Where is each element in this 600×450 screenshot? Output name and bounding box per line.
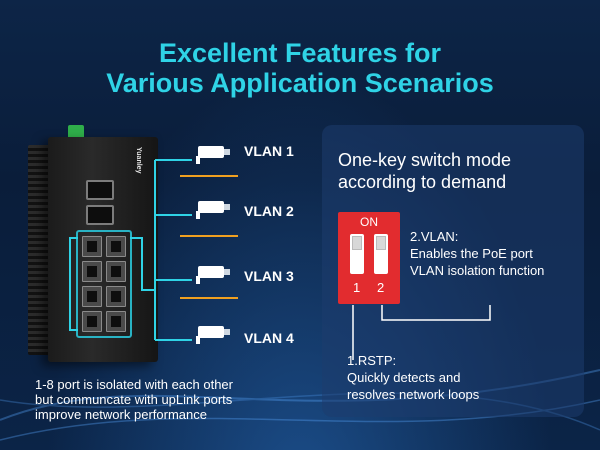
note-line: Quickly detects and [347, 370, 461, 385]
dip-toggle-1[interactable] [350, 234, 364, 274]
dip-number-1: 1 [353, 280, 361, 295]
dip-number-2: 2 [377, 280, 385, 295]
industrial-switch-image: Yuanley [28, 125, 168, 365]
security-camera-icon [196, 201, 230, 219]
dip-on-label: ON [360, 215, 378, 229]
vlan-4-label: VLAN 4 [244, 330, 294, 346]
title-line-1: Excellent Features for [158, 38, 442, 68]
panel-title: One-key switch mode according to demand [338, 149, 511, 193]
ethernet-port [82, 236, 102, 257]
description-line: but communcate with upLink ports [35, 392, 233, 407]
brand-label: Yuanley [135, 147, 142, 174]
page-title: Excellent Features for Various Applicati… [0, 38, 600, 98]
ethernet-port [106, 261, 126, 282]
description-line: 1-8 port is isolated with each other [35, 377, 233, 392]
dip-knob [376, 236, 386, 250]
ethernet-port [106, 286, 126, 307]
port-isolation-description: 1-8 port is isolated with each other but… [35, 377, 233, 422]
note-line: Enables the PoE port [410, 246, 533, 261]
note-line: resolves network loops [347, 387, 480, 402]
description-line: improve network performance [35, 407, 207, 422]
sfp-port-1 [86, 180, 114, 200]
dip-switch: ON 1 2 [338, 212, 400, 304]
dip-toggle-2[interactable] [374, 234, 388, 274]
ethernet-port-block [76, 230, 132, 338]
vlan-2-label: VLAN 2 [244, 203, 294, 219]
ethernet-port [106, 311, 126, 332]
switch-body [48, 137, 158, 362]
note-line: 2.VLAN: [410, 229, 459, 244]
panel-title-line: according to demand [338, 172, 507, 192]
ethernet-port [82, 261, 102, 282]
heat-sink-fins [28, 145, 50, 355]
dip-knob [352, 236, 362, 250]
vlan-3-label: VLAN 3 [244, 268, 294, 284]
panel-title-line: One-key switch mode [338, 150, 512, 170]
vlan-mode-note: 2.VLAN: Enables the PoE port VLAN isolat… [410, 228, 544, 279]
security-camera-icon [196, 146, 230, 164]
note-line: 1.RSTP: [347, 353, 397, 368]
vlan-1-label: VLAN 1 [244, 143, 294, 159]
sfp-port-2 [86, 205, 114, 225]
callout-lines [352, 305, 491, 360]
note-line: VLAN isolation function [410, 263, 545, 278]
rstp-mode-note: 1.RSTP: Quickly detects and resolves net… [347, 352, 479, 403]
security-camera-icon [196, 326, 230, 344]
ethernet-port [82, 311, 102, 332]
ethernet-port [106, 236, 126, 257]
security-camera-icon [196, 266, 230, 284]
switch-mode-panel: One-key switch mode according to demand … [322, 125, 584, 417]
title-line-2: Various Application Scenarios [106, 68, 494, 98]
ethernet-port [82, 286, 102, 307]
